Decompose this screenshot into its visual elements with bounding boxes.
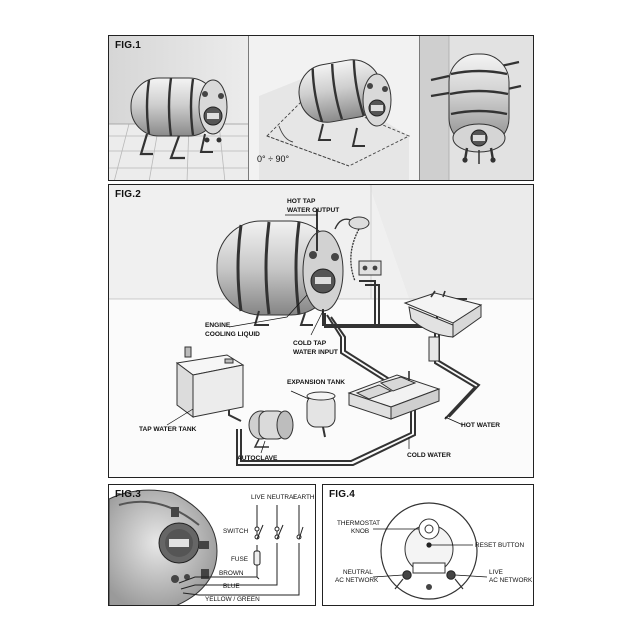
fig4-drawing: THERMOSTAT KNOB RESET BUTTON NEUTRAL AC …	[335, 502, 533, 600]
fig4-panel: FIG.4 THERMOSTAT KNOB RESET BUTTON NEUTR…	[322, 484, 534, 606]
fig2-drawing: HOT TAP WATER OUTPUT ENGINE COOLING LIQU…	[109, 185, 533, 477]
fig3-label: FIG.3	[115, 489, 142, 500]
fig2-cold-tap-label-2: WATER INPUT	[293, 349, 338, 356]
fig2-engine-label-1: ENGINE	[205, 322, 231, 329]
fig3-drawing: LIVE NEUTRAL EARTH SWITCH FUSE BROWN BLU…	[109, 489, 315, 605]
fig2-hot-water-label: HOT WATER	[461, 422, 500, 429]
fig1-vertical-mount	[420, 36, 533, 180]
fig4-neutral-label-1: NEUTRAL	[343, 569, 373, 576]
fig2-label: FIG.2	[115, 189, 142, 200]
fig3-fuse-label: FUSE	[231, 556, 248, 563]
fig2-panel: FIG.2	[108, 184, 534, 478]
fig4-reset-button-label: RESET BUTTON	[475, 542, 525, 549]
fig1-horizontal-mount	[109, 36, 248, 180]
fig1-label: FIG.1	[115, 40, 142, 51]
fig1-drawing: 0° ÷ 90°	[109, 36, 533, 180]
fig3-yellow-green-label: YELLOW / GREEN	[205, 596, 260, 603]
fig1-panel: FIG.1	[108, 35, 534, 181]
fig4-thermostat-label-1: THERMOSTAT	[337, 520, 380, 527]
fig2-kitchen-sink	[347, 371, 441, 420]
fig4-live-label-1: LIVE	[489, 569, 503, 576]
fig4-thermostat-label-2: KNOB	[351, 528, 369, 535]
fig3-earth-label: EARTH	[293, 494, 315, 501]
fig2-wash-basin	[403, 290, 483, 362]
fig2-hot-tap-label-2: WATER OUTPUT	[287, 207, 339, 214]
fig3-switch-label: SWITCH	[223, 528, 249, 535]
fig3-boiler-end	[109, 489, 218, 605]
fig2-tap-water-tank	[175, 346, 245, 418]
fig2-autoclave	[248, 410, 294, 448]
fig3-neutral-label: NEUTRAL	[267, 494, 297, 501]
fig2-cold-water-label: COLD WATER	[407, 452, 451, 459]
fig1-angled-mount: 0° ÷ 90°	[249, 36, 419, 180]
fig2-expansion-tank-label: EXPANSION TANK	[287, 379, 345, 386]
fig2-tap-water-tank-label: TAP WATER TANK	[139, 426, 197, 433]
fig2-hot-tap-label-1: HOT TAP	[287, 198, 316, 205]
fig2-engine-label-2: COOLING LIQUID	[205, 331, 260, 338]
fig2-autoclave-label: AUTOCLAVE	[237, 455, 278, 462]
fig4-neutral-label-2: AC NETWORK	[335, 577, 379, 584]
fig2-shower	[334, 216, 382, 282]
fig4-label: FIG.4	[329, 489, 356, 500]
fig2-cold-tap-label-1: COLD TAP	[293, 340, 327, 347]
fig3-panel: FIG.3	[108, 484, 316, 606]
fig2-boiler	[216, 220, 344, 326]
fig3-blue-label: BLUE	[223, 583, 240, 590]
fig4-live-label-2: AC NETWORK	[489, 577, 533, 584]
fig4-control-panel	[380, 502, 478, 600]
fig3-wiring	[178, 505, 304, 596]
fig2-expansion-tank	[306, 391, 336, 428]
fig3-live-label: LIVE	[251, 494, 265, 501]
fig3-brown-label: BROWN	[219, 570, 244, 577]
fig1-angle-text: 0° ÷ 90°	[257, 154, 290, 164]
